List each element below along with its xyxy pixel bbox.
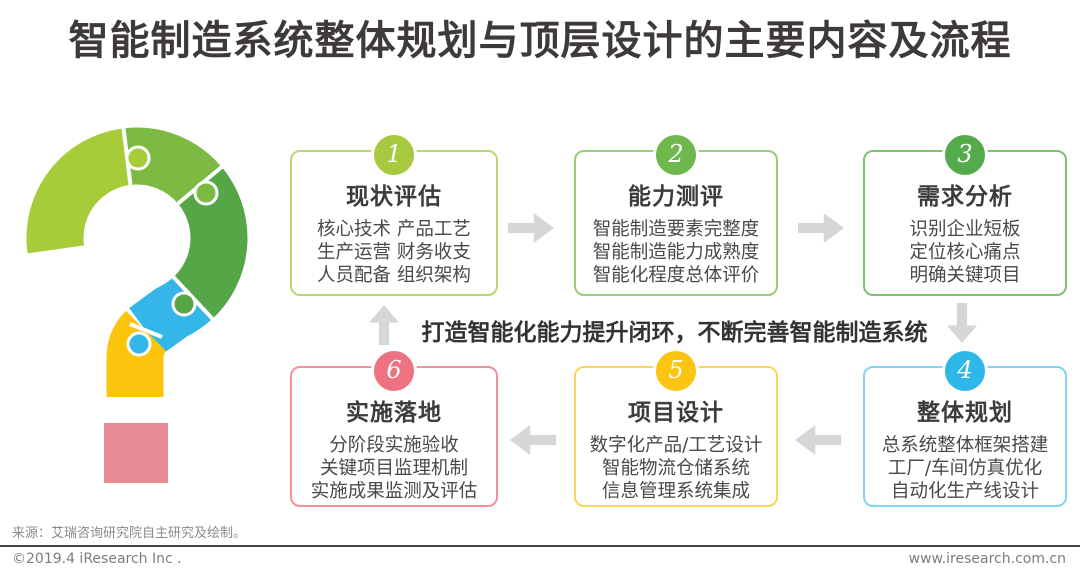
copyright-text: ©2019.4 iResearch Inc .	[12, 551, 182, 567]
step-title: 项目设计	[628, 400, 724, 426]
step-line: 分阶段实施验收	[329, 435, 459, 456]
step-title: 能力测评	[628, 184, 724, 210]
step-line: 数字化产品/工艺设计	[589, 435, 763, 456]
arrow-down-icon	[947, 303, 977, 343]
arrow-up-icon	[369, 305, 399, 345]
step-line: 智能制造要素完整度	[592, 219, 760, 240]
step-number-badge: 3	[942, 132, 988, 178]
step-line: 人员配备 组织架构	[317, 265, 471, 286]
step-title: 现状评估	[346, 184, 442, 210]
step-title: 实施落地	[346, 400, 442, 426]
step-line: 智能物流仓储系统	[601, 458, 750, 479]
step-number: 1	[386, 140, 402, 168]
step-box-5-project-design: 5 项目设计 数字化产品/工艺设计 智能物流仓储系统 信息管理系统集成	[574, 348, 778, 507]
step-box-2-capability-evaluation: 2 能力测评 智能制造要素完整度 智能制造能力成熟度 智能化程度总体评价	[574, 132, 778, 296]
step-number-badge: 5	[653, 348, 699, 394]
step-box-4-overall-planning: 4 整体规划 总系统整体框架搭建 工厂/车间仿真优化 自动化生产线设计	[863, 348, 1067, 507]
step-line: 明确关键项目	[909, 265, 1021, 286]
step-line: 工厂/车间仿真优化	[887, 458, 1043, 479]
step-number: 4	[957, 356, 973, 384]
step-box-6-implementation: 6 实施落地 分阶段实施验收 关键项目监理机制 实施成果监测及评估	[290, 348, 498, 507]
step-line: 定位核心痛点	[909, 242, 1021, 263]
footer-divider	[0, 545, 1080, 547]
step-line: 总系统整体框架搭建	[881, 435, 1049, 456]
step-title: 需求分析	[917, 184, 1013, 210]
step-number-badge: 1	[371, 132, 417, 178]
page-title: 智能制造系统整体规划与顶层设计的主要内容及流程	[68, 18, 1012, 64]
puzzle-question-mark-graphic	[26, 127, 248, 483]
step-line: 智能化程度总体评价	[592, 265, 760, 286]
puzzle-piece-light-green	[26, 128, 132, 254]
step-line: 识别企业短板	[909, 219, 1021, 240]
source-note: 来源：艾瑞咨询研究院自主研究及绘制。	[12, 526, 247, 541]
step-line: 生产运营 财务收支	[317, 242, 471, 263]
arrow-left-icon	[510, 425, 556, 455]
step-line: 自动化生产线设计	[890, 481, 1039, 502]
loop-caption: 打造智能化能力提升闭环，不断完善智能制造系统	[421, 320, 928, 346]
step-number: 5	[668, 356, 684, 384]
step-line: 实施成果监测及评估	[310, 481, 478, 502]
step-line: 智能制造能力成熟度	[592, 242, 760, 263]
step-box-1-current-state-assessment: 1 现状评估 核心技术 产品工艺 生产运营 财务收支 人员配备 组织架构	[290, 132, 498, 296]
arrow-left-icon	[795, 425, 841, 455]
step-line: 信息管理系统集成	[601, 481, 750, 502]
step-number: 6	[386, 356, 402, 384]
step-line: 关键项目监理机制	[319, 458, 468, 479]
question-mark-dot	[104, 423, 168, 483]
step-number-badge: 4	[942, 348, 988, 394]
step-number: 2	[668, 140, 684, 168]
step-number: 3	[957, 140, 973, 168]
step-title: 整体规划	[917, 400, 1013, 426]
arrow-right-icon	[798, 213, 844, 243]
step-number-badge: 6	[371, 348, 417, 394]
step-number-badge: 2	[653, 132, 699, 178]
step-box-3-demand-analysis: 3 需求分析 识别企业短板 定位核心痛点 明确关键项目	[863, 132, 1067, 296]
website-url: www.iresearch.com.cn	[908, 551, 1066, 567]
arrow-right-icon	[508, 213, 554, 243]
step-line: 核心技术 产品工艺	[317, 219, 471, 240]
